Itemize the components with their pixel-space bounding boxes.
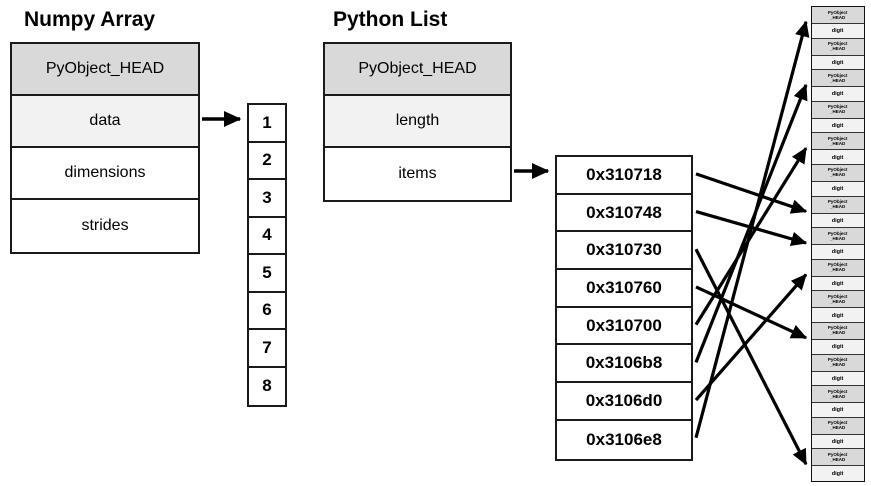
heap-object-header: PyObject _HEAD [812, 386, 864, 404]
heap-object-value: digit [812, 87, 864, 102]
heap-object-header-label: PyObject _HEAD [828, 357, 848, 368]
heap-object-header-label: PyObject _HEAD [828, 262, 848, 273]
python-list-title: Python List [333, 8, 448, 31]
heap-object-header-label: PyObject _HEAD [828, 452, 848, 462]
buffer-cell: 1 [249, 105, 285, 143]
heap-object-header: PyObject _HEAD [812, 228, 864, 246]
buffer-cell: 2 [249, 142, 285, 180]
heap-object-header-label: PyObject _HEAD [828, 136, 848, 146]
item-pointer-array: 0x310718 0x310748 0x310730 0x310760 0x31… [555, 155, 693, 461]
heap-object-header: PyObject _HEAD [812, 322, 864, 340]
heap-object-header-label: PyObject _HEAD [828, 230, 848, 241]
buffer-cell: 6 [249, 292, 285, 330]
pointer-arrow [694, 20, 810, 439]
heap-object-header: PyObject _HEAD [812, 417, 864, 435]
heap-object-value: digit [812, 150, 864, 165]
heap-object-value: digit [812, 403, 864, 418]
heap-object-value: digit [812, 245, 864, 260]
pointer-cell: 0x310718 [557, 157, 691, 195]
buffer-cell: 3 [249, 180, 285, 218]
heap-object-value: digit [812, 24, 864, 39]
heap-object-header: PyObject _HEAD [812, 164, 864, 182]
numpy-array-struct: PyObject_HEAD data dimensions strides [10, 42, 200, 254]
heap-object-value-label: digit [832, 186, 844, 192]
pointer-cell: 0x310748 [557, 194, 691, 233]
heap-object-value-label: digit [832, 280, 844, 287]
buffer-cell: 4 [249, 217, 285, 255]
heap-object-header: PyObject _HEAD [812, 38, 864, 56]
heap-object-header-label: PyObject _HEAD [828, 104, 848, 115]
numpy-field-pyobject-head: PyObject_HEAD [12, 44, 198, 96]
heap-object-value: digit [812, 434, 864, 450]
heap-object-value-label: digit [832, 154, 844, 160]
heap-object-header-label: PyObject _HEAD [828, 294, 848, 304]
numpy-value-buffer: 1 2 3 4 5 6 7 8 [247, 103, 287, 407]
list-field-length: length [325, 96, 510, 148]
heap-object-value: digit [812, 213, 864, 229]
heap-object-value-label: digit [832, 375, 844, 382]
pointer-arrow [694, 273, 808, 402]
heap-object-header: PyObject _HEAD [812, 101, 864, 119]
heap-object-value: digit [812, 118, 864, 134]
pointer-cell: 0x3106b8 [557, 345, 691, 384]
heap-object-header: PyObject _HEAD [812, 196, 864, 214]
numpy-field-data: data [12, 96, 198, 148]
heap-object-header-label: PyObject _HEAD [828, 199, 848, 210]
heap-object-header-label: PyObject _HEAD [828, 41, 848, 52]
heap-object-header: PyObject _HEAD [812, 291, 864, 309]
numpy-array-title: Numpy Array [24, 8, 156, 31]
numpy-field-dimensions: dimensions [12, 148, 198, 200]
heap-object-header: PyObject _HEAD [812, 354, 864, 372]
pointer-cell: 0x310700 [557, 307, 691, 346]
heap-object-header: PyObject _HEAD [812, 449, 864, 467]
pointer-arrow [695, 210, 808, 247]
heap-object-header-label: PyObject _HEAD [828, 420, 848, 431]
pointer-arrow [694, 147, 808, 326]
heap-object-value-label: digit [832, 249, 844, 255]
heap-object-value-label: digit [832, 407, 844, 413]
heap-object-header-label: PyObject _HEAD [828, 73, 848, 83]
heap-object-value: digit [812, 181, 864, 197]
heap-object-value: digit [812, 308, 864, 323]
heap-object-header: PyObject _HEAD [812, 133, 864, 151]
heap-object-header-label: PyObject _HEAD [828, 167, 848, 178]
heap-object-header: PyObject _HEAD [812, 259, 864, 277]
numpy-field-strides: strides [12, 200, 198, 252]
heap-object-header: PyObject _HEAD [812, 70, 864, 88]
pointer-arrow [694, 248, 808, 466]
heap-object-value-label: digit [832, 312, 844, 318]
heap-object-value: digit [812, 371, 864, 387]
pointer-arrow [695, 285, 808, 340]
heap-object-value-label: digit [832, 91, 844, 97]
heap-object-value-label: digit [832, 122, 844, 129]
heap-object-value: digit [812, 55, 864, 71]
heap-object-header-label: PyObject _HEAD [828, 9, 848, 20]
pointer-cell: 0x310730 [557, 232, 691, 271]
pointer-cell: 0x3106d0 [557, 383, 691, 421]
pointer-cell: 0x310760 [557, 270, 691, 308]
heap-object-value: digit [812, 276, 864, 292]
heap-object-value-label: digit [832, 438, 844, 445]
heap-object-header-label: PyObject _HEAD [828, 388, 848, 399]
heap-object-header-label: PyObject _HEAD [828, 325, 848, 336]
list-field-pyobject-head: PyObject_HEAD [325, 44, 510, 96]
heap-object-value-label: digit [832, 28, 844, 34]
buffer-cell: 5 [249, 255, 285, 293]
list-field-items: items [325, 148, 510, 200]
pointer-arrow [695, 172, 808, 214]
heap-object-value-label: digit [832, 470, 844, 477]
heap-object-value-label: digit [832, 343, 844, 350]
heap-object-header: PyObject _HEAD [812, 7, 864, 24]
buffer-cell: 8 [249, 367, 285, 405]
heap-object-value: digit [812, 466, 864, 481]
pointer-arrow [694, 83, 808, 363]
buffer-cell: 7 [249, 330, 285, 368]
pointer-cell: 0x3106e8 [557, 420, 691, 459]
python-list-struct: PyObject_HEAD length items [323, 42, 512, 202]
heap-object-value-label: digit [832, 59, 844, 66]
heap-object-value: digit [812, 339, 864, 355]
heap-object-value-label: digit [832, 217, 844, 224]
